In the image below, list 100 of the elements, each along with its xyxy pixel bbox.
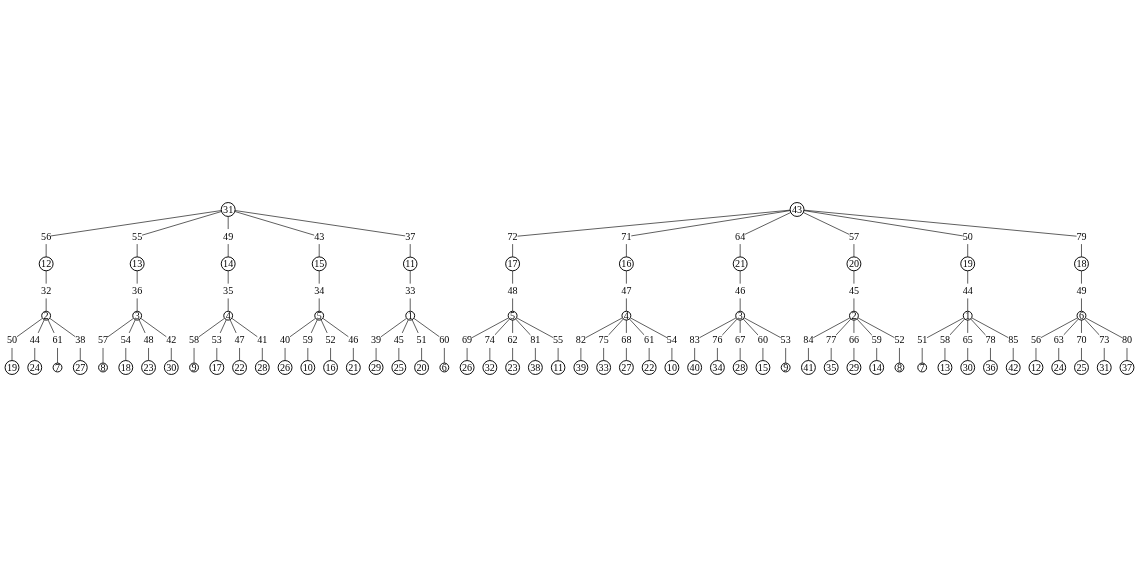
edge-label: 48 [143, 334, 154, 346]
node-circle: 15 [311, 256, 327, 272]
node-circle: 19 [960, 256, 976, 272]
node-circle: 35 [823, 360, 839, 375]
node-circle: 20 [846, 256, 862, 272]
connector [580, 317, 623, 361]
edge-label: 45 [848, 285, 859, 297]
connector [857, 317, 900, 364]
edge-label: 40 [280, 334, 291, 346]
node-circle: 7 [52, 362, 63, 373]
edge-label: 76 [712, 334, 723, 346]
node-circle: 11 [550, 360, 566, 375]
edge-label: 51 [416, 334, 427, 346]
edge-label: 75 [598, 334, 609, 346]
connector [49, 317, 81, 361]
node-circle: 32 [482, 360, 498, 375]
edge-label: 35 [223, 285, 234, 297]
edge-label: 42 [166, 334, 177, 346]
edge-label: 83 [689, 334, 700, 346]
connector [1058, 318, 1079, 361]
connector [603, 318, 624, 361]
edge-label: 56 [1030, 334, 1042, 346]
edge-label: 37 [405, 230, 416, 242]
connector [125, 319, 136, 361]
node-circle: 38 [527, 360, 543, 375]
edge-label: 69 [462, 334, 473, 346]
node-circle: 8 [98, 362, 108, 373]
edge-label: 49 [223, 230, 234, 242]
connector [803, 209, 1082, 258]
edge-label: 60 [439, 334, 450, 346]
edge-label: 54 [666, 334, 677, 346]
edge-label: 43 [314, 230, 325, 242]
node-circle: 13 [129, 256, 145, 272]
connector [512, 270, 513, 312]
connector [803, 210, 969, 258]
edge-label: 74 [484, 334, 495, 346]
edge-label: 79 [1076, 230, 1087, 242]
connector [626, 319, 627, 361]
edge-label: 51 [917, 334, 928, 346]
connector [34, 319, 45, 361]
edge-label: 61 [52, 334, 63, 346]
edge-label: 66 [848, 334, 859, 346]
edge-label: 38 [75, 334, 86, 346]
connector [227, 270, 229, 312]
edge-label: 85 [1008, 334, 1019, 346]
node-circle: 22 [232, 360, 247, 375]
edge-label: 45 [393, 334, 404, 346]
node-circle: 3 [132, 310, 143, 321]
node-circle: 19 [4, 360, 20, 375]
connector [320, 319, 331, 361]
edge-label: 60 [757, 334, 768, 346]
edge-label: 46 [735, 285, 746, 297]
node-circle: 21 [732, 256, 748, 272]
edge-label: 59 [871, 334, 882, 346]
node-circle: 27 [72, 360, 88, 375]
connector [739, 212, 792, 258]
connector [322, 317, 354, 361]
node-circle: 30 [960, 360, 976, 375]
connector [375, 317, 407, 361]
node-circle: 28 [732, 360, 748, 375]
node-circle: 20 [414, 360, 430, 375]
edge-label: 70 [1076, 334, 1087, 346]
edge-label: 53 [211, 334, 222, 346]
node-circle: 30 [163, 360, 179, 375]
node-circle: 31 [220, 202, 236, 217]
edge-label: 58 [939, 334, 951, 346]
node-circle: 9 [780, 362, 791, 373]
edge-label: 36 [132, 285, 143, 297]
edge-label: 48 [507, 285, 518, 297]
connector [717, 318, 738, 361]
connector [626, 210, 791, 258]
node-circle: 17 [209, 360, 225, 375]
connector [739, 319, 741, 361]
node-circle: 26 [277, 360, 293, 375]
node-circle: 36 [983, 360, 998, 375]
connector [856, 318, 877, 361]
node-circle: 25 [391, 360, 407, 375]
node-circle: 11 [402, 256, 418, 272]
node-circle: 10 [300, 360, 316, 375]
node-circle: 6 [1076, 310, 1087, 321]
edge-label: 78 [985, 334, 996, 346]
node-circle: 29 [846, 360, 862, 375]
node-circle: 7 [917, 362, 928, 373]
edge-label: 44 [962, 285, 973, 297]
connector [516, 317, 559, 362]
node-circle: 26 [459, 360, 475, 375]
node-circle: 16 [323, 360, 338, 375]
connector [515, 318, 536, 361]
connector [853, 270, 855, 312]
node-circle: 18 [118, 360, 134, 375]
connector [1081, 319, 1082, 361]
node-circle: 1 [405, 310, 416, 321]
connector [411, 319, 422, 361]
connector [1084, 318, 1105, 361]
edge-label: 55 [553, 334, 564, 346]
edge-label: 71 [621, 230, 632, 242]
node-circle: 5 [507, 310, 518, 321]
connector [1085, 317, 1128, 361]
edge-label: 77 [826, 334, 837, 346]
node-circle: 1 [962, 310, 973, 321]
